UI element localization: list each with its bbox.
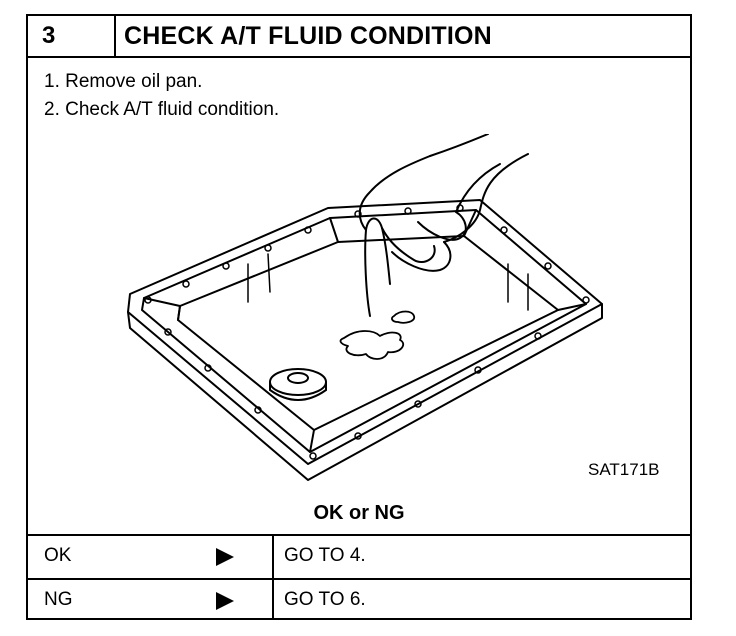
result-label: OK: [44, 545, 72, 566]
result-label: NG: [44, 589, 73, 610]
result-action: GO TO 4.: [284, 545, 366, 566]
column-divider: [272, 580, 274, 620]
result-heading: OK or NG: [313, 502, 405, 524]
column-divider: [272, 536, 274, 578]
result-table: OK GO TO 4. NG GO TO 6.: [28, 534, 690, 620]
result-row-ng: NG GO TO 6.: [28, 578, 690, 620]
bolt-holes: [144, 204, 590, 460]
instruction-item: 1. Remove oil pan.: [44, 71, 203, 92]
oil-pan-skirt: [127, 303, 603, 481]
fluid-drop: [391, 310, 416, 324]
step-title: CHECK A/T FLUID CONDITION: [124, 22, 492, 50]
oil-pan-rib: [247, 253, 529, 311]
arrow-right-icon: [216, 548, 234, 566]
instruction-list: 1. Remove oil pan. 2. Check A/T fluid co…: [44, 68, 279, 124]
arrow-right-icon: [216, 592, 234, 610]
fluid-puddle: [339, 330, 405, 360]
step-number: 3: [28, 16, 116, 56]
figure-id: SAT171B: [588, 460, 660, 479]
diagnostic-step-card: 3 CHECK A/T FLUID CONDITION 1. Remove oi…: [26, 14, 692, 620]
magnet-ring-icon: [269, 368, 327, 401]
oil-pan-illustration: [127, 134, 603, 481]
oil-pan-wall: [143, 209, 587, 453]
oil-pan-floor: [177, 235, 559, 431]
hand-pointing-icon: [358, 134, 529, 317]
instruction-item: 2. Check A/T fluid condition.: [44, 99, 280, 120]
result-row-ok: OK GO TO 4.: [28, 536, 690, 578]
result-action: GO TO 6.: [284, 589, 366, 610]
step-header: 3 CHECK A/T FLUID CONDITION: [28, 16, 690, 58]
